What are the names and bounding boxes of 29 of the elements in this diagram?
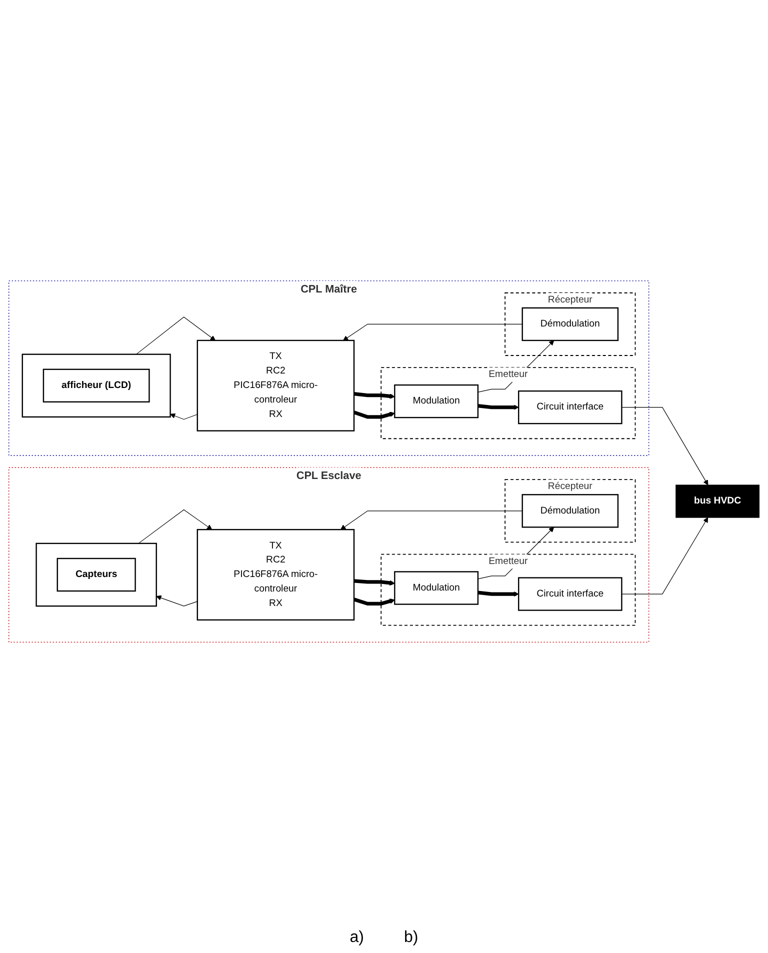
arrow (354, 579, 395, 586)
node-box: afficheur (LCD) (42, 368, 150, 402)
arrow (478, 404, 519, 410)
arrow (478, 590, 519, 597)
arrow (343, 324, 523, 341)
caption-label: a) (350, 929, 364, 947)
node-box: Démodulation (522, 494, 619, 528)
node-box: Capteurs (56, 558, 136, 592)
node-box: bus HVDC (676, 484, 760, 518)
arrow (621, 517, 708, 594)
arrow (621, 407, 708, 486)
cluster (22, 354, 171, 418)
node-box: Modulation (394, 571, 479, 605)
arrow (136, 316, 216, 355)
node-box: Modulation (394, 384, 479, 418)
node-box: TX RC2 PIC16F876A micro-controleur RX (196, 528, 355, 621)
arrow (353, 410, 395, 419)
node-box: Démodulation (522, 307, 619, 342)
arrow (354, 392, 395, 399)
arrow (170, 413, 198, 420)
arrow (353, 598, 395, 606)
caption-label: b) (404, 929, 418, 947)
node-box: Circuit interface (518, 577, 622, 611)
node-box: TX RC2 PIC16F876A micro-controleur RX (196, 340, 355, 432)
node-box: Circuit interface (518, 390, 622, 424)
arrow (156, 595, 198, 606)
cluster (36, 542, 157, 607)
arrow (340, 510, 523, 530)
arrow (138, 509, 212, 544)
